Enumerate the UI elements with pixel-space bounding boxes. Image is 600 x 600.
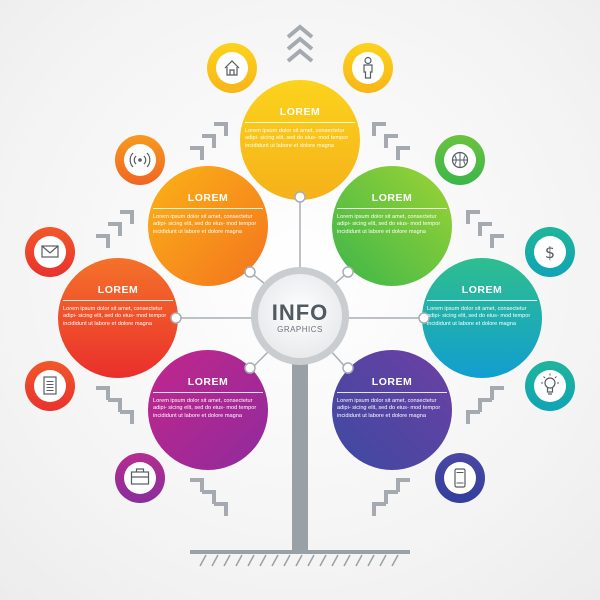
icon-circles: $ — [25, 43, 575, 503]
mid-left-upper-chevrons — [96, 210, 134, 248]
center-subtitle: GRAPHICS — [277, 325, 323, 334]
node-circle-mid-right — [422, 258, 542, 378]
node-title: LOREM — [63, 284, 173, 301]
smartphone-icon — [435, 453, 485, 503]
upper-right-chevrons — [372, 122, 410, 160]
node-body: Lorem ipsum dolor sit amet, consectetur … — [63, 306, 167, 327]
node-circle-upper-left — [148, 166, 268, 286]
node-title: LOREM — [337, 192, 447, 209]
dollar-icon: $ — [525, 227, 575, 277]
center-hub — [258, 274, 342, 358]
node-body: Lorem ipsum dolor sit amet, consectetur … — [337, 214, 441, 235]
node-text-mid-left: LOREM Lorem ipsum dolor sit amet, consec… — [63, 284, 173, 328]
trunk — [292, 358, 308, 552]
node-circle-upper-right — [332, 166, 452, 286]
node-circle-lower-right — [332, 350, 452, 470]
node-circle-lower-left — [148, 350, 268, 470]
node-title: LOREM — [245, 106, 355, 123]
node-text-mid-right: LOREM Lorem ipsum dolor sit amet, consec… — [427, 284, 537, 328]
document-icon — [25, 361, 75, 411]
lower-left-outer-chevrons — [96, 386, 134, 424]
node-title: LOREM — [153, 192, 263, 209]
node-body: Lorem ipsum dolor sit amet, consectetur … — [245, 128, 349, 149]
briefcase-icon — [115, 453, 165, 503]
node-body: Lorem ipsum dolor sit amet, consectetur … — [427, 306, 531, 327]
chevron-decorations — [96, 24, 504, 516]
node-circle-mid-left — [58, 258, 178, 378]
envelope-icon — [25, 227, 75, 277]
basketball-icon — [435, 135, 485, 185]
top-chevrons — [286, 24, 314, 63]
node-body: Lorem ipsum dolor sit amet, consectetur … — [153, 214, 257, 235]
node-text-lower-left: LOREM Lorem ipsum dolor sit amet, consec… — [153, 376, 263, 420]
node-title: LOREM — [337, 376, 447, 393]
bottom-left-chevrons — [190, 478, 228, 516]
node-circle-top — [240, 80, 360, 200]
mid-right-upper-chevrons — [466, 210, 504, 248]
node-body: Lorem ipsum dolor sit amet, consectetur … — [337, 398, 441, 419]
connector-dots — [170, 191, 430, 374]
node-text-lower-right: LOREM Lorem ipsum dolor sit amet, consec… — [337, 376, 447, 420]
ground — [190, 550, 410, 567]
home-icon — [207, 43, 257, 93]
upper-left-chevrons — [190, 122, 228, 160]
node-text-upper-right: LOREM Lorem ipsum dolor sit amet, consec… — [337, 192, 447, 236]
node-body: Lorem ipsum dolor sit amet, consectetur … — [153, 398, 257, 419]
lightbulb-icon — [525, 361, 575, 411]
node-text-top: LOREM Lorem ipsum dolor sit amet, consec… — [245, 106, 355, 150]
svg-text:$: $ — [545, 243, 555, 262]
center-title: INFO — [271, 300, 329, 325]
wireless-signal-icon — [115, 135, 165, 185]
lower-right-outer-chevrons — [466, 386, 504, 424]
node-text-upper-left: LOREM Lorem ipsum dolor sit amet, consec… — [153, 192, 263, 236]
node-title: LOREM — [153, 376, 263, 393]
person-icon — [343, 43, 393, 93]
bottom-right-chevrons — [372, 478, 410, 516]
node-title: LOREM — [427, 284, 537, 301]
